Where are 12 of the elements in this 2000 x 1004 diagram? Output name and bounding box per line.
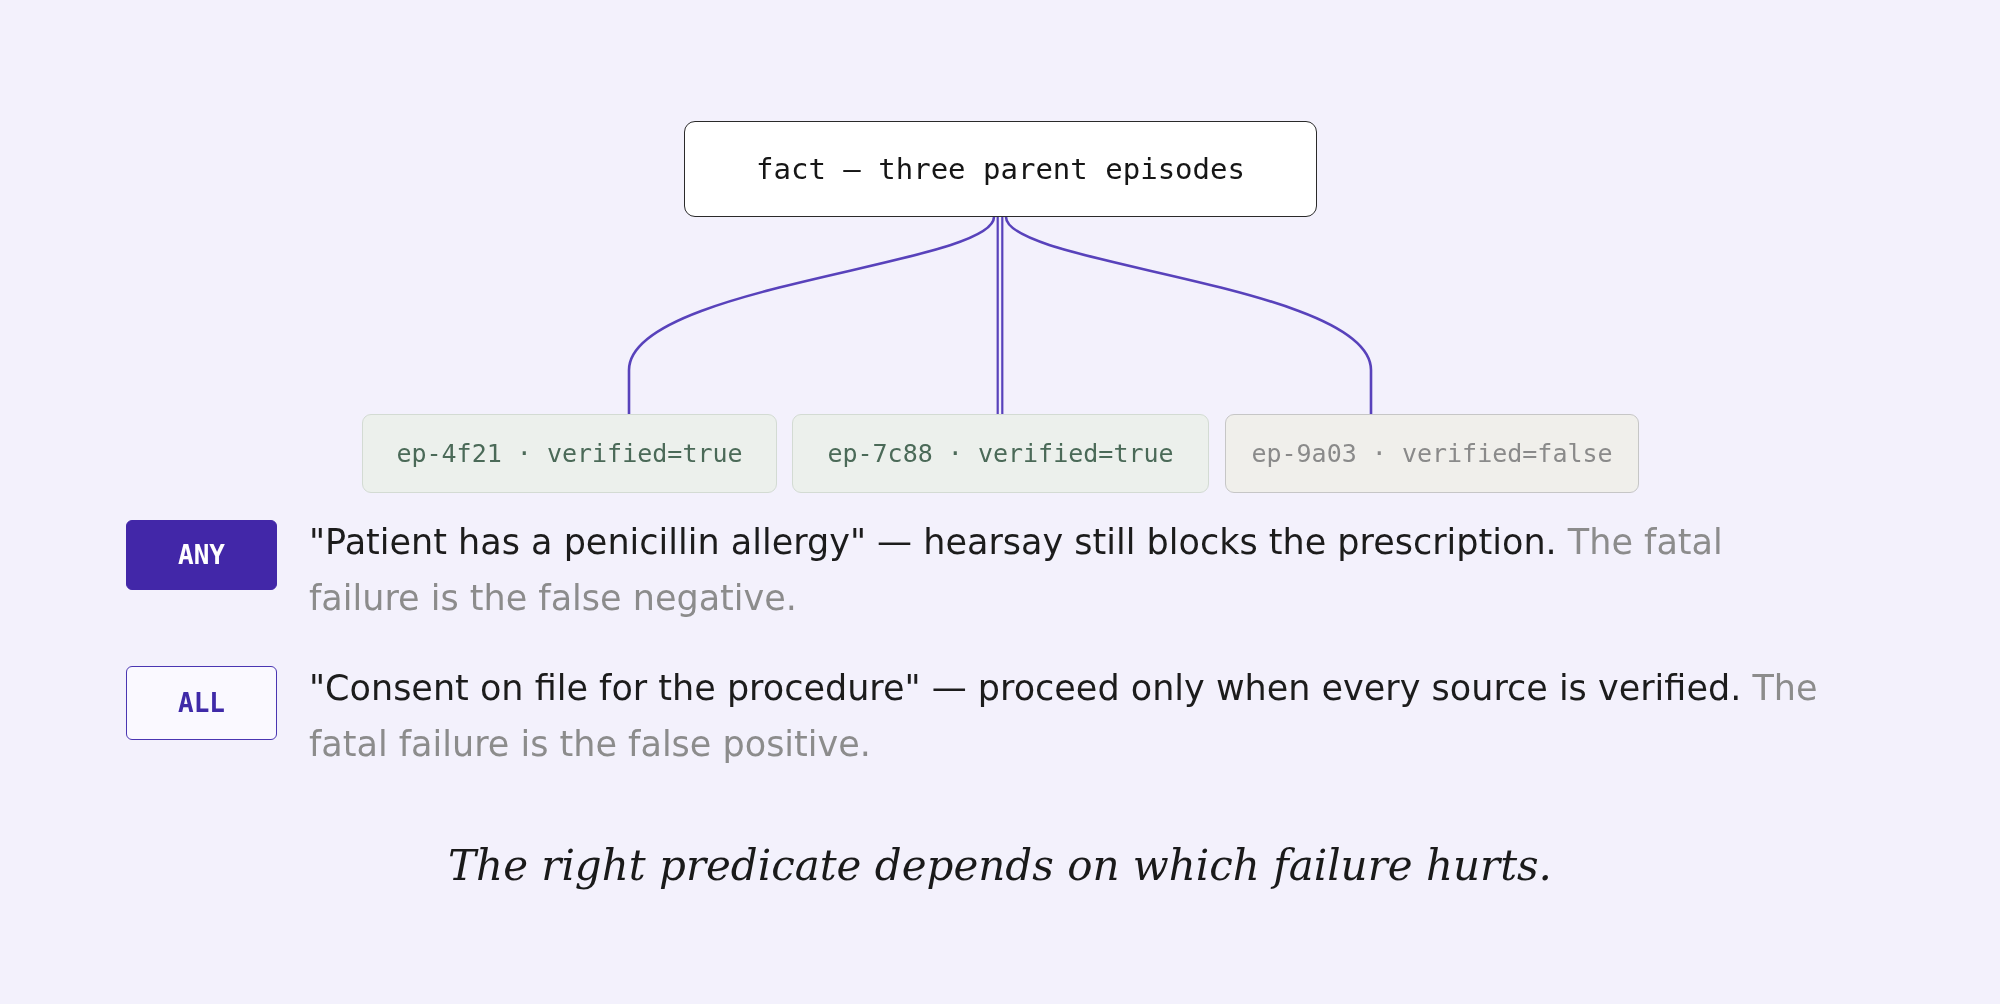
caption-text: The right predicate depends on which failure hurts.	[448, 840, 1552, 892]
episode-tag: ep-9a03 · verified=false	[1225, 414, 1639, 493]
episode-tag: ep-7c88 · verified=true	[792, 414, 1209, 493]
description-text: "Patient has a penicillin allergy" — hearsay still blocks the prescription. The fatal failure is the false negative.	[309, 521, 1724, 620]
episode-tag: ep-4f21 · verified=true	[362, 414, 777, 493]
connector-line	[627, 216, 996, 414]
double-connector-line	[996, 215, 1004, 416]
connector-line	[1004, 216, 1373, 414]
predicate-badge: ANY	[126, 520, 277, 590]
fact-node: fact — three parent episodes	[684, 121, 1317, 217]
description-text: "Consent on file for the procedure" — proceed only when every source is verified. The fatal failure is the false positive.	[309, 667, 1819, 766]
predicate-badge: ALL	[126, 666, 277, 740]
